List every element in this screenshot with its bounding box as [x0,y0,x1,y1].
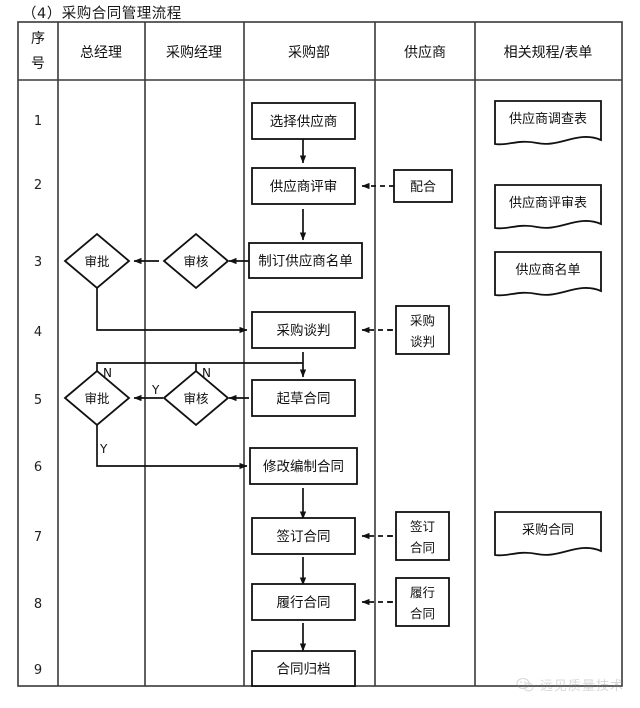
process-node-label: 签订合同 [277,528,331,545]
supplier-node-label-line1: 履行 [410,585,435,600]
branch-label-n-review: N [202,366,211,380]
process-node-archive-contract[interactable]: 合同归档 [251,650,356,687]
row-number: 4 [34,325,42,340]
process-node-perform-contract[interactable]: 履行合同 [251,583,356,621]
process-node-supplier-review[interactable]: 供应商评审 [251,167,356,205]
process-node-make-supplier-list[interactable]: 制订供应商名单 [248,242,363,279]
header-pd: 采购部 [288,45,330,61]
document-node-supplier-survey-form[interactable]: 供应商调查表 [494,100,602,146]
row-number: 9 [34,663,42,678]
table-header-row: 序 号 总经理 采购经理 采购部 供应商 相关规程/表单 [31,31,592,72]
document-nodes: 供应商调查表 供应商评审表 供应商名单 采购合同 [494,100,602,557]
row-number-column: 1 2 3 4 5 6 7 8 9 [34,114,42,678]
process-node-label: 合同归档 [277,661,331,678]
decision-node-label: 审核 [183,254,209,269]
decision-node-approve-row5[interactable]: 审批 [63,369,131,427]
document-node-supplier-list[interactable]: 供应商名单 [494,251,602,297]
row-number: 8 [34,597,42,612]
page-title: （4）采购合同管理流程 [22,6,182,22]
process-node-label: 供应商评审 [270,178,338,195]
watermark-label: 远见质量技术 [539,679,624,694]
row-number: 7 [34,530,42,545]
process-node-sign-contract[interactable]: 签订合同 [251,517,356,555]
header-pm: 采购经理 [166,45,222,61]
process-node-label: 采购谈判 [277,323,331,339]
process-node-select-supplier[interactable]: 选择供应商 [251,102,356,140]
row-number: 2 [34,178,42,193]
process-node-label: 选择供应商 [270,113,338,130]
supplier-node-perform[interactable]: 履行 合同 [395,577,450,627]
decision-node-label: 审批 [84,391,109,406]
header-seq-line1: 序 [31,31,45,47]
watermark: 远见质量技术 [516,675,624,694]
document-node-label: 采购合同 [522,522,574,538]
supplier-node-sign[interactable]: 签订 合同 [395,511,450,561]
decision-node-label: 审批 [84,254,109,269]
document-node-label: 供应商评审表 [509,195,587,211]
document-node-supplier-review-form[interactable]: 供应商评审表 [494,184,602,230]
document-node-purchase-contract[interactable]: 采购合同 [494,511,602,557]
branch-label-n-approve: N [103,366,112,380]
header-sup: 供应商 [404,44,446,61]
header-seq-line2: 号 [31,56,45,72]
decision-node-review-row5[interactable]: 审核 [162,369,230,427]
decision-nodes: 审批 审核 审批 审核 [63,232,230,427]
process-node-label: 修改编制合同 [263,459,344,475]
header-docs: 相关规程/表单 [504,45,593,61]
supplier-nodes: 配合 采购 谈判 签订 合同 履行 合同 [393,169,453,627]
document-node-label: 供应商调查表 [509,111,587,127]
branch-label-y-review: Y [151,383,160,397]
decision-node-approve-row3[interactable]: 审批 [63,232,131,290]
process-node-label: 履行合同 [277,595,331,611]
supplier-node-label-line2: 谈判 [410,334,435,349]
wechat-icon [516,677,534,691]
process-node-procurement-negotiation[interactable]: 采购谈判 [251,311,356,349]
supplier-node-cooperate[interactable]: 配合 [393,169,453,203]
process-node-draft-contract[interactable]: 起草合同 [251,379,356,417]
process-node-label: 起草合同 [277,391,331,407]
flow-connectors [96,139,409,652]
process-node-label: 制订供应商名单 [258,253,353,270]
decision-node-review-row3[interactable]: 审核 [162,232,230,290]
supplier-node-label-line1: 签订 [410,519,435,534]
decision-node-label: 审核 [183,391,209,406]
row-number: 6 [34,460,42,475]
branch-labels: N N Y Y [99,366,211,456]
table-grid [17,21,623,687]
process-node-revise-contract[interactable]: 修改编制合同 [249,447,358,485]
document-node-label: 供应商名单 [515,262,580,278]
row-number: 1 [34,114,42,129]
supplier-node-negotiation[interactable]: 采购 谈判 [395,305,450,355]
process-nodes: 选择供应商 供应商评审 制订供应商名单 采购谈判 起草合同 修改编制合同 [248,102,363,687]
row-number: 5 [34,393,42,408]
header-gm: 总经理 [80,45,122,61]
branch-label-y-approve: Y [99,442,108,456]
supplier-node-label: 配合 [410,180,436,195]
supplier-node-label-line2: 合同 [410,606,435,621]
row-number: 3 [34,255,42,270]
supplier-node-label-line2: 合同 [410,540,435,555]
supplier-node-label-line1: 采购 [410,313,435,328]
